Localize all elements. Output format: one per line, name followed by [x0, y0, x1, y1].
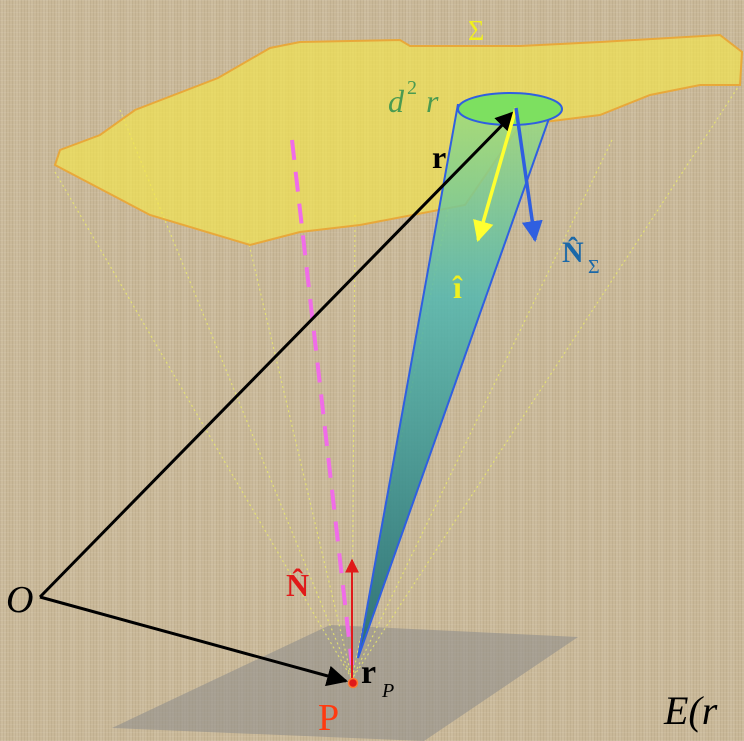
area-element-label: d 2 r [388, 77, 439, 119]
surface-normal-label: N̂ Σ [562, 236, 600, 278]
origin-label: O [6, 579, 33, 621]
cone-left-edge [357, 103, 459, 659]
point-position-sub: P [381, 680, 394, 702]
surface-sigma [53, 33, 744, 247]
cut-formula-text: E(r [663, 688, 718, 733]
incident-direction-arrow [473, 107, 518, 243]
point-position-base: r [361, 654, 376, 691]
surface-normal-arrow [514, 107, 543, 243]
incident-direction-label: î [452, 269, 463, 305]
surface-label: Σ [468, 16, 484, 47]
area-element-d: d [388, 83, 405, 119]
position-vector-label: r [432, 139, 446, 175]
point-position-label: r P [361, 654, 394, 702]
cone-right-edge [357, 109, 553, 659]
surface-normal-base: N̂ [562, 236, 584, 269]
area-element-r: r [426, 83, 439, 119]
surface-normal-sub: Σ [588, 256, 600, 278]
point-label: P [318, 697, 339, 739]
point-normal-label: N̂ [286, 567, 309, 603]
ground-plane [112, 625, 578, 741]
area-element-exponent: 2 [407, 77, 417, 99]
normal-dashed-line [290, 139, 354, 666]
area-element-cap [457, 92, 563, 126]
point-p-marker [347, 677, 359, 689]
position-vector-rp [39, 595, 349, 687]
position-vector-r [38, 110, 517, 599]
